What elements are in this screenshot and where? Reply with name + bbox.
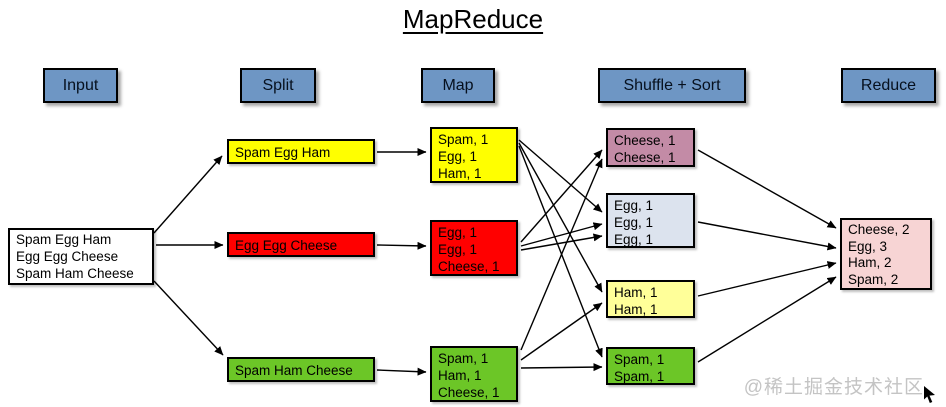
arrow-input-to-split-1	[153, 155, 223, 234]
node-map-3: Spam, 1 Ham, 1 Cheese, 1	[430, 346, 518, 402]
arrow-map-2-to-shuffle-egg-a	[520, 222, 603, 247]
node-map-1: Spam, 1 Egg, 1 Ham, 1	[430, 127, 518, 183]
node-input-data: Spam Egg Ham Egg Egg Cheese Spam Ham Che…	[8, 228, 154, 285]
node-shuffle-ham: Ham, 1 Ham, 1	[606, 280, 695, 318]
arrow-map-1-to-shuffle-egg	[518, 139, 603, 213]
arrow-map-2-to-shuffle-egg-b	[520, 233, 603, 251]
arrow-split-2-to-map-2	[376, 241, 427, 250]
node-map-2: Egg, 1 Egg, 1 Cheese, 1	[430, 220, 518, 276]
arrow-map-2-to-shuffle-cheese	[520, 149, 603, 243]
arrow-shuffle-ham-to-reduce	[697, 261, 837, 297]
node-shuffle-cheese: Cheese, 1 Cheese, 1	[606, 128, 695, 167]
node-reduce-output: Cheese, 2 Egg, 3 Ham, 2 Spam, 2	[840, 218, 932, 290]
node-split-egg-egg-cheese: Egg Egg Cheese	[227, 232, 375, 257]
header-map: Map	[421, 68, 495, 103]
node-split-spam-egg-ham: Spam Egg Ham	[227, 139, 375, 164]
diagram-title: MapReduce	[402, 4, 544, 34]
arrow-map-1-to-shuffle-ham	[518, 142, 603, 293]
header-input: Input	[43, 68, 118, 103]
header-shuffle-sort: Shuffle + Sort	[598, 68, 746, 103]
arrow-input-to-split-3	[153, 280, 224, 356]
node-shuffle-spam: Spam, 1 Spam, 1	[606, 347, 695, 385]
arrow-map-1-to-shuffle-spam	[518, 145, 603, 358]
mouse-cursor-icon	[924, 386, 935, 403]
arrow-split-3-to-map-3	[376, 367, 427, 376]
node-shuffle-egg: Egg, 1 Egg, 1 Egg, 1	[606, 193, 695, 248]
arrow-map-3-to-shuffle-ham	[520, 302, 603, 361]
watermark: @稀土掘金技术社区	[743, 377, 924, 398]
arrow-shuffle-cheese-to-reduce	[697, 149, 837, 229]
header-reduce: Reduce	[841, 68, 936, 103]
arrow-shuffle-spam-to-reduce	[697, 276, 837, 363]
header-split: Split	[240, 68, 316, 103]
node-split-spam-ham-cheese: Spam Ham Cheese	[227, 357, 375, 382]
arrow-map-3-to-shuffle-cheese	[520, 158, 603, 351]
arrow-shuffle-egg-to-reduce	[697, 221, 837, 251]
arrow-map-3-to-shuffle-spam	[520, 363, 603, 372]
